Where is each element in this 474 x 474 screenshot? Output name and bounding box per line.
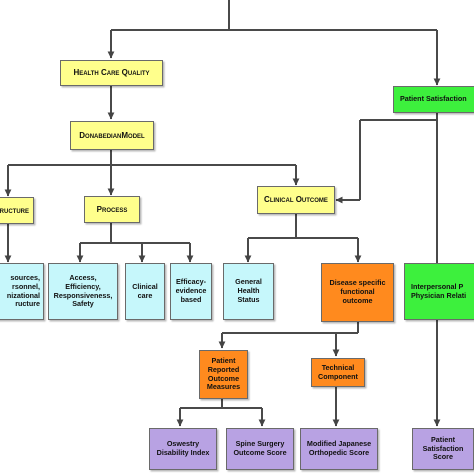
node-clinical-care: Clinical care [125, 263, 165, 320]
node-odi: Oswestry Disability Index [149, 428, 217, 470]
node-access: Access, Efficiency, Responsiveness, Safe… [48, 263, 118, 320]
node-patient-satisfaction-score: Patient Satisfaction Score [412, 428, 474, 470]
node-pro-measures: Patient Reported Outcome Measures [199, 350, 248, 399]
node-structure: ructure [0, 197, 34, 224]
node-resources: sources, rsonnel, nizational ructure [0, 263, 44, 320]
node-disease-specific: Disease specific functional outcome [321, 263, 394, 322]
node-clinical-outcome: Clinical Outcome [257, 186, 335, 214]
node-general-health: General Health Status [223, 263, 274, 320]
node-interpersonal: Interpersonal P Physician Relati [404, 263, 474, 320]
node-jos: Modified Japanese Orthopedic Score [300, 428, 378, 470]
node-efficacy: Efficacy-evidence based [170, 263, 212, 320]
node-donabedian-model: DonabedianModel [70, 121, 154, 150]
node-technical: Technical Component [311, 358, 365, 387]
node-process: Process [84, 196, 140, 223]
node-patient-satisfaction: Patient Satisfaction [393, 86, 474, 113]
node-spine-surgery: Spine Surgery Outcome Score [226, 428, 294, 470]
node-health-care-quality: Health Care Quality [60, 60, 163, 86]
